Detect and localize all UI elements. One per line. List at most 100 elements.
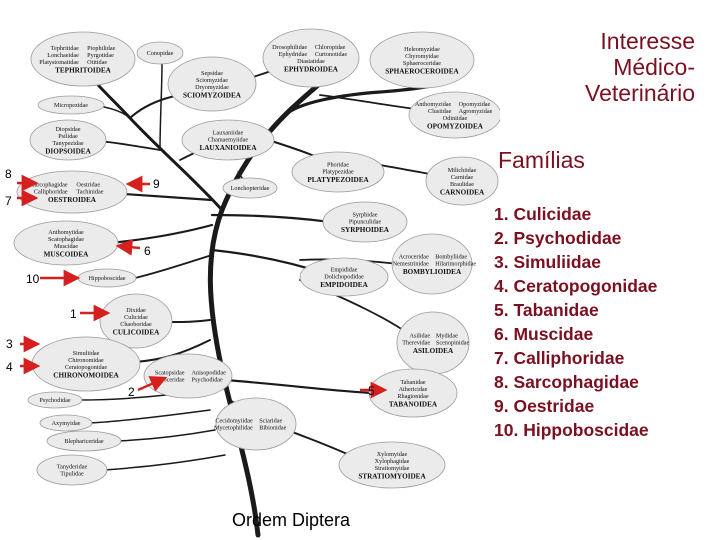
superfamily-bubble bbox=[215, 397, 297, 451]
superfamily-name: LAUXANIOIDEA bbox=[199, 144, 257, 152]
superfamily-bubble bbox=[369, 31, 475, 89]
family-name: Pipunculidae bbox=[349, 219, 382, 226]
marker-number: 4 bbox=[6, 360, 13, 374]
superfamily-bubble bbox=[136, 41, 184, 65]
family-item: 10. Hippoboscidae bbox=[494, 420, 649, 440]
family-name: Ephydridae bbox=[279, 51, 308, 58]
family-name: Agromyzidae bbox=[459, 108, 493, 115]
family-name: Tanypezidae bbox=[52, 140, 83, 147]
branch-line bbox=[223, 378, 377, 395]
family-name: Empididae bbox=[331, 266, 358, 273]
family-name: Dixidae bbox=[126, 307, 146, 314]
family-name: Cecidomyiidae bbox=[215, 417, 253, 424]
family-name: Phoridae bbox=[327, 161, 349, 168]
highlight-arrow bbox=[137, 376, 168, 392]
family-name: Blephariceridae bbox=[64, 438, 103, 445]
family-name: Clusiidae bbox=[428, 108, 452, 115]
family-name: Therevidae bbox=[402, 340, 430, 347]
family-item: 6. Muscidae bbox=[494, 324, 594, 344]
family-name: Tabanidae bbox=[400, 379, 426, 386]
family-name: Pyrgotidae bbox=[87, 52, 114, 59]
family-name: Bombyliidae bbox=[435, 253, 467, 260]
family-name: Tephritidae bbox=[51, 45, 79, 52]
branch-line bbox=[134, 254, 213, 279]
superfamily-sphaeroceroidea: HeleomyzidaeChyromyidaeSphaeroceridaeSPH… bbox=[369, 31, 475, 89]
family-name: Diastatidae bbox=[297, 58, 325, 65]
branch-line bbox=[117, 429, 216, 442]
superfamily-name: TABANOIDEA bbox=[389, 400, 438, 408]
title-line-2: Médico- bbox=[613, 54, 695, 80]
family-name: Axymyidae bbox=[52, 420, 81, 427]
superfamily-bubble bbox=[408, 91, 500, 139]
family-name: Psilidae bbox=[58, 133, 78, 140]
family-item: 5. Tabanidae bbox=[494, 300, 599, 320]
family-name: Conopidae bbox=[147, 50, 174, 57]
marker-number: 6 bbox=[144, 244, 151, 258]
title-line-1: Interesse bbox=[600, 28, 695, 54]
family-name: Trichoceridae bbox=[150, 377, 184, 384]
family-name: Opomyzidae bbox=[459, 101, 491, 108]
family-name: Sarcophagidae bbox=[31, 181, 68, 188]
superfamily-name: CARNOIDEA bbox=[440, 188, 485, 196]
family-name: Platystomatidae bbox=[39, 59, 79, 66]
branch-line bbox=[104, 454, 226, 471]
superfamily-lonchopteroidea: Lonchopteridae bbox=[222, 177, 278, 199]
family-name: Culicidae bbox=[124, 314, 148, 321]
superfamily-hippoboscoidea: Hippoboscidae bbox=[77, 268, 137, 288]
title-line-3: Veterinário bbox=[585, 80, 695, 106]
family-name: Sciomyzidae bbox=[196, 77, 228, 84]
branch-line bbox=[159, 61, 163, 151]
family-name: Mydidae bbox=[436, 332, 458, 339]
branch-line bbox=[90, 76, 224, 212]
superfamily-axymyioidea: Axymyidae bbox=[39, 414, 93, 432]
interest-title: Interesse Médico- Veterinário bbox=[520, 28, 695, 106]
superfamily-bubble bbox=[291, 151, 385, 193]
family-name: Sepsidae bbox=[201, 70, 223, 77]
marker-number: 1 bbox=[70, 307, 77, 321]
family-name: Carnidae bbox=[451, 174, 474, 181]
family-name: Lonchopteridae bbox=[231, 185, 270, 192]
family-name: Curtonotidae bbox=[315, 51, 348, 58]
superfamily-name: OPOMYZOIDEA bbox=[427, 122, 484, 130]
family-item: 1. Culicidae bbox=[494, 204, 592, 224]
diagram-caption: Ordem Diptera bbox=[232, 510, 351, 530]
family-name: Syrphidae bbox=[352, 211, 377, 218]
superfamily-bubble bbox=[39, 414, 93, 432]
highlight-arrow bbox=[115, 238, 141, 256]
superfamily-bubble bbox=[46, 430, 122, 452]
family-name: Heleomyzidae bbox=[404, 46, 440, 53]
family-name: Scatophagidae bbox=[48, 236, 84, 243]
family-name: Odiniidae bbox=[443, 115, 468, 122]
family-item: 8. Sarcophagidae bbox=[494, 372, 639, 392]
marker-number: 3 bbox=[6, 337, 13, 351]
family-name: Simuliidae bbox=[73, 350, 100, 357]
superfamily-name: MUSCOIDEA bbox=[44, 250, 90, 258]
family-name: Anisopodidae bbox=[192, 369, 227, 376]
superfamily-bubble bbox=[368, 368, 458, 418]
families-list: 1. Culicidae 2. Psychodidae 3. Simuliida… bbox=[494, 202, 657, 442]
family-name: Braulidae bbox=[450, 181, 474, 188]
family-name: Lauxaniidae bbox=[213, 129, 244, 136]
family-name: Piophilidae bbox=[87, 45, 115, 52]
family-name: Xylophagidae bbox=[375, 458, 410, 465]
family-name: Dryomyzidae bbox=[195, 84, 229, 91]
family-item: 4. Ceratopogonidae bbox=[494, 276, 658, 296]
superfamily-bubble bbox=[27, 391, 83, 409]
superfamily-bubble bbox=[181, 119, 275, 161]
family-name: Milichiidae bbox=[448, 167, 477, 174]
families-heading: Famílias bbox=[498, 147, 585, 173]
superfamily-tabanoidea: TabanidaeAthericidaeRhagionidaeTABANOIDE… bbox=[368, 368, 458, 418]
superfamily-name: PLATYPEZOIDEA bbox=[307, 176, 369, 184]
family-name: Nemestrinidae bbox=[393, 261, 429, 268]
family-name: Athericidae bbox=[399, 386, 428, 393]
